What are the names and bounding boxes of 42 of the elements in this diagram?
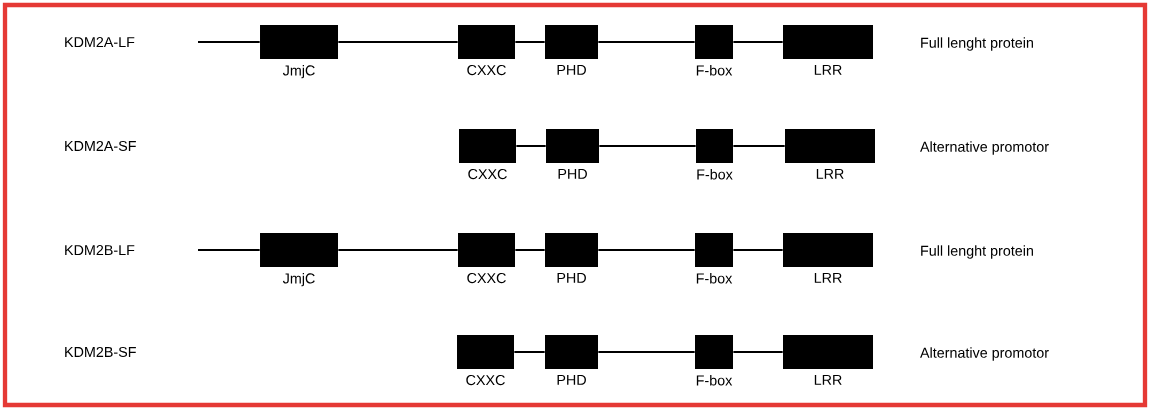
domain-label: JmjC: [282, 65, 315, 79]
domain-label: LRR: [814, 273, 842, 283]
backbone-line: [197, 41, 261, 43]
backbone-line: [597, 41, 696, 43]
backbone-line: [514, 249, 546, 251]
backbone-line: [732, 249, 784, 251]
domain-label: CXXC: [466, 375, 505, 386]
domain-label: CXXC: [468, 169, 507, 180]
domain-label: JmjC: [282, 273, 315, 287]
domain-label: LRR: [814, 65, 842, 75]
backbone-line: [732, 41, 784, 43]
backbone-line: [732, 145, 786, 147]
domain-label: F-box: [696, 375, 733, 386]
backbone-line: [598, 145, 697, 147]
backbone-line: [514, 41, 546, 43]
backbone-line: [337, 41, 459, 43]
protein-name: KDM2A-LF: [65, 37, 135, 47]
backbone-line: [513, 351, 546, 353]
domain-label: PHD: [558, 169, 587, 179]
domain-label: LRR: [814, 375, 842, 385]
isoform-note: Full lenght protein: [921, 245, 1033, 259]
domain-label: PHD: [557, 65, 586, 75]
domain-label: CXXC: [467, 273, 506, 284]
domain-label: CXXC: [467, 65, 506, 76]
backbone-line: [732, 351, 784, 353]
isoform-note: Alternative promotor: [920, 347, 1049, 361]
domain-label: LRR: [816, 169, 844, 179]
protein-name: KDM2B-SF: [65, 346, 136, 358]
backbone-line: [337, 249, 459, 251]
domain-label: F-box: [696, 65, 733, 76]
backbone-line: [197, 249, 261, 251]
backbone-line: [597, 351, 696, 353]
domain-label: PHD: [557, 375, 586, 385]
protein-name: KDM2B-LF: [65, 245, 135, 255]
backbone-line: [597, 249, 696, 251]
isoform-note: Full lenght protein: [921, 37, 1033, 51]
protein-name: KDM2A-SF: [65, 140, 136, 152]
backbone-line: [515, 145, 547, 147]
isoform-note: Alternative promotor: [920, 141, 1049, 155]
domain-label: F-box: [696, 273, 733, 284]
domain-label: PHD: [557, 273, 586, 283]
domain-label: F-box: [697, 169, 733, 180]
